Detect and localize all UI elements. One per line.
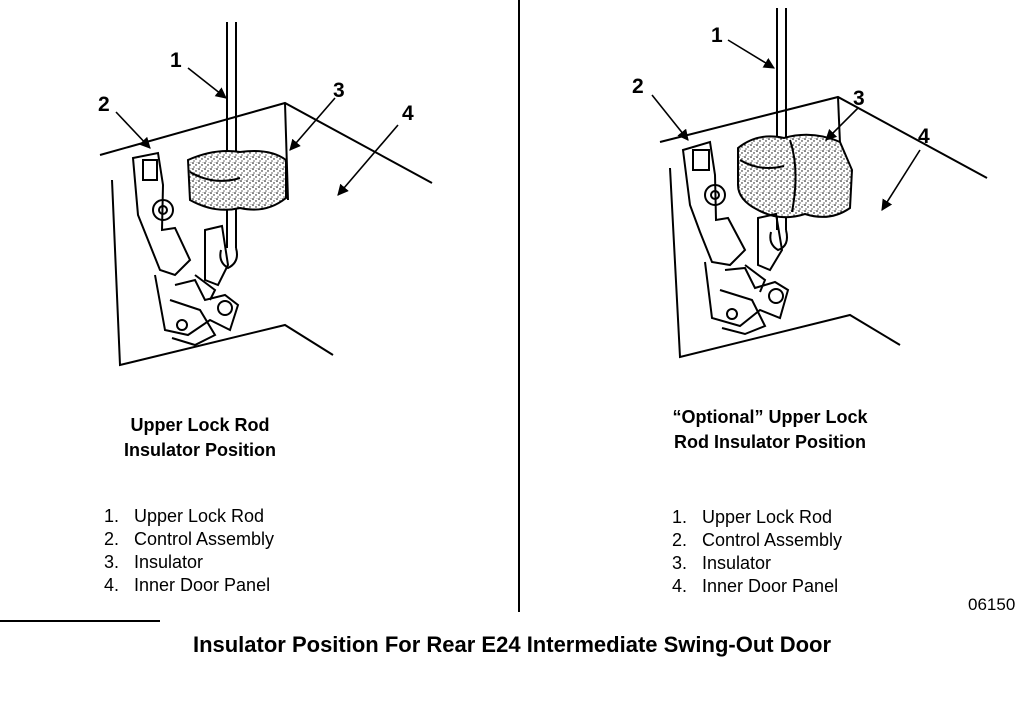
right-subtitle-line-1: “Optional” Upper Lock bbox=[672, 407, 868, 427]
legend-label: Insulator bbox=[702, 553, 772, 573]
legend-item: 2. Control Assembly bbox=[672, 529, 842, 552]
left-legend: 1. Upper Lock Rod 2. Control Assembly 3. In… bbox=[104, 505, 274, 597]
right-control-assembly bbox=[681, 140, 747, 267]
legend-number: 2. bbox=[672, 530, 688, 550]
legend-number: 4. bbox=[672, 576, 688, 596]
legend-item: 3. Insulator bbox=[672, 552, 842, 575]
left-panel-drawing bbox=[99, 22, 433, 367]
legend-label: Inner Door Panel bbox=[134, 575, 271, 595]
legend-item: 4. Inner Door Panel bbox=[672, 575, 842, 598]
legend-item: 2. Control Assembly bbox=[104, 528, 274, 551]
right-panel-subtitle: “Optional” Upper Lock Rod Insulator Posi… bbox=[630, 405, 910, 455]
right-callout-3: 3 bbox=[853, 87, 865, 110]
right-legend: 1. Upper Lock Rod 2. Control Assembly 3. In… bbox=[672, 506, 842, 598]
right-callout-2: 2 bbox=[632, 75, 644, 98]
legend-item: 3. Insulator bbox=[104, 551, 274, 574]
right-subtitle-line-2: Rod Insulator Position bbox=[674, 432, 866, 452]
legend-item: 1. Upper Lock Rod bbox=[104, 505, 274, 528]
legend-item: 1. Upper Lock Rod bbox=[672, 506, 842, 529]
legend-label: Control Assembly bbox=[134, 529, 275, 549]
figure-caption: Insulator Position For Rear E24 Intermed… bbox=[192, 632, 832, 657]
right-callout-4: 4 bbox=[918, 125, 930, 148]
legend-number: 3. bbox=[672, 553, 688, 573]
legend-item: 4. Inner Door Panel bbox=[104, 574, 274, 597]
right-panel-drawing bbox=[659, 8, 988, 359]
legend-label: Upper Lock Rod bbox=[134, 506, 265, 526]
left-callout-2: 2 bbox=[98, 93, 110, 116]
left-insulator bbox=[186, 150, 287, 211]
left-callout-3: 3 bbox=[333, 79, 345, 102]
legend-number: 4. bbox=[104, 575, 120, 595]
legend-number: 2. bbox=[104, 529, 120, 549]
figure-code: 06150 bbox=[968, 595, 1016, 614]
left-callout-1: 1 bbox=[170, 49, 182, 72]
legend-number: 1. bbox=[672, 507, 688, 527]
legend-number: 1. bbox=[104, 506, 120, 526]
legend-label: Control Assembly bbox=[702, 530, 843, 550]
left-callout-4: 4 bbox=[402, 102, 414, 125]
left-subtitle-line-1: Upper Lock Rod bbox=[130, 415, 270, 435]
left-subtitle-line-2: Insulator Position bbox=[123, 440, 276, 460]
legend-label: Inner Door Panel bbox=[702, 576, 839, 596]
legend-label: Upper Lock Rod bbox=[702, 507, 833, 527]
legend-label: Insulator bbox=[134, 552, 204, 572]
right-callout-1: 1 bbox=[711, 24, 723, 47]
legend-number: 3. bbox=[104, 552, 120, 572]
left-panel-subtitle: Upper Lock Rod Insulator Position bbox=[90, 413, 310, 463]
left-control-assembly bbox=[131, 151, 192, 277]
